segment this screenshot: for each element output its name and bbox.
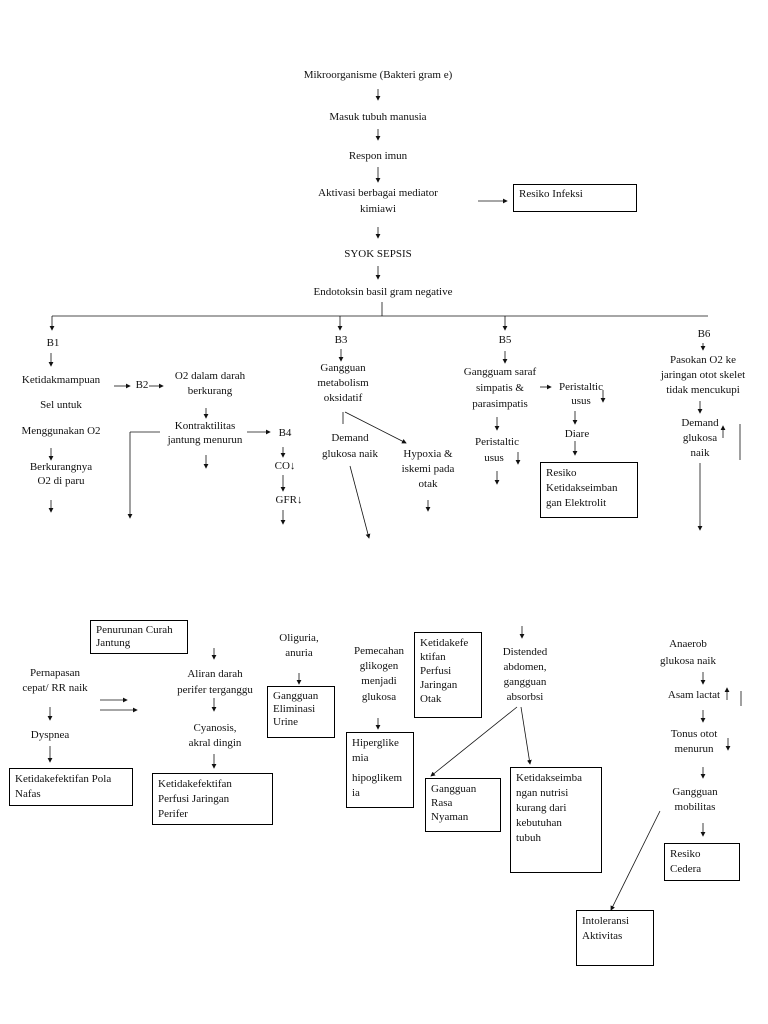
node-endotoksin: Endotoksin basil gram negative — [313, 286, 453, 298]
node-gfr: GFR↓ — [275, 494, 303, 506]
node-distended-3: gangguan — [503, 676, 547, 688]
node-pemecahan-4: glukosa — [361, 691, 397, 703]
node-aliran-2: perifer terganggu — [177, 684, 253, 696]
node-masuk-tubuh: Masuk tubuh manusia — [329, 111, 427, 123]
node-oliguria-1: Oliguria, — [279, 632, 319, 644]
node-gangguan-metabolism-3: oksidatif — [323, 392, 363, 404]
label-b4: B4 — [278, 427, 292, 439]
node-hypoxia-1: Hypoxia & — [403, 448, 453, 460]
node-aktivasi-2: kimiawi — [359, 203, 397, 215]
node-tonus-1: Tonus otot — [670, 728, 718, 740]
node-anaerob-2: glukosa naik — [660, 655, 716, 667]
box-resiko-infeksi: Resiko Infeksi — [513, 184, 637, 212]
node-o2-darah-2: berkurang — [187, 385, 233, 397]
node-asam-lactat: Asam lactat — [667, 689, 721, 701]
node-menggunakan-o2: Menggunakan O2 — [21, 425, 101, 437]
node-distended-4: absorbsi — [506, 691, 544, 703]
node-co: CO↓ — [274, 460, 296, 472]
label-b1: B1 — [46, 337, 60, 349]
node-anaerob-1: Anaerob — [669, 638, 707, 650]
node-ketidakmampuan: Ketidakmampuan — [21, 374, 101, 386]
node-aliran-1: Aliran darah — [187, 668, 243, 680]
node-respon-imun: Respon imun — [348, 150, 408, 162]
label-b6: B6 — [697, 328, 711, 340]
node-peristaltic-b-1: Peristaltic — [475, 436, 519, 448]
label-b3: B3 — [334, 334, 348, 346]
node-dyspnea: Dyspnea — [30, 729, 70, 741]
label-b5: B5 — [498, 334, 512, 346]
node-pemecahan-1: Pemecahan — [353, 645, 405, 657]
node-peristaltic-a-1: Peristaltic — [559, 381, 603, 393]
label-b2: B2 — [135, 379, 149, 391]
node-pernapasan-1: Pernapasan — [29, 667, 81, 679]
node-demand-b6-3: naik — [690, 447, 710, 459]
node-distended-2: abdomen, — [503, 661, 547, 673]
node-mobilitas-2: mobilitas — [674, 801, 716, 813]
node-kontraktilitas-2: jantung menurun — [167, 434, 243, 446]
node-o2-di-paru: O2 di paru — [37, 475, 85, 487]
node-gangguan-metabolism-2: metabolism — [317, 377, 369, 389]
node-cyanosis-2: akral dingin — [188, 737, 242, 749]
node-kontraktilitas-1: Kontraktilitas — [174, 420, 236, 432]
node-pasokan-1: Pasokan O2 ke — [670, 354, 736, 366]
node-pasokan-2: jaringan otot skelet — [660, 369, 746, 381]
node-sel-untuk: Sel untuk — [40, 399, 82, 411]
node-demand-b6-1: Demand — [681, 417, 719, 429]
node-pernapasan-2: cepat/ RR naik — [22, 682, 88, 694]
node-pemecahan-3: menjadi — [361, 675, 397, 687]
node-cyanosis-1: Cyanosis, — [193, 722, 237, 734]
node-o2-darah-1: O2 dalam darah — [174, 370, 246, 382]
node-oliguria-2: anuria — [285, 647, 313, 659]
node-demand-glukosa-1: Demand — [331, 432, 369, 444]
node-pemecahan-2: glikogen — [359, 660, 399, 672]
node-berkurangnya: Berkurangnya — [29, 461, 93, 473]
node-gangguan-metabolism-1: Gangguan — [320, 362, 366, 374]
node-distended-1: Distended — [502, 646, 548, 658]
node-saraf-3: parasimpatis — [472, 398, 528, 410]
node-diare: Diare — [564, 428, 590, 440]
node-mobilitas-1: Gangguan — [672, 786, 718, 798]
node-mikroorganisme: Mikroorganisme (Bakteri gram e) — [303, 69, 453, 81]
node-aktivasi-1: Aktivasi berbagai mediator — [318, 187, 438, 199]
node-syok-sepsis: SYOK SEPSIS — [344, 248, 412, 260]
node-hypoxia-2: iskemi pada — [401, 463, 455, 475]
node-peristaltic-a-2: usus — [571, 395, 591, 407]
node-peristaltic-b-2: usus — [484, 452, 504, 464]
node-saraf-2: simpatis & — [476, 382, 524, 394]
node-demand-glukosa-2: glukosa naik — [322, 448, 378, 460]
node-pasokan-3: tidak mencukupi — [666, 384, 740, 396]
node-demand-b6-2: glukosa — [682, 432, 718, 444]
node-hypoxia-3: otak — [418, 478, 438, 490]
node-saraf-1: Gangguam saraf — [463, 366, 537, 378]
node-tonus-2: menurun — [674, 743, 714, 755]
